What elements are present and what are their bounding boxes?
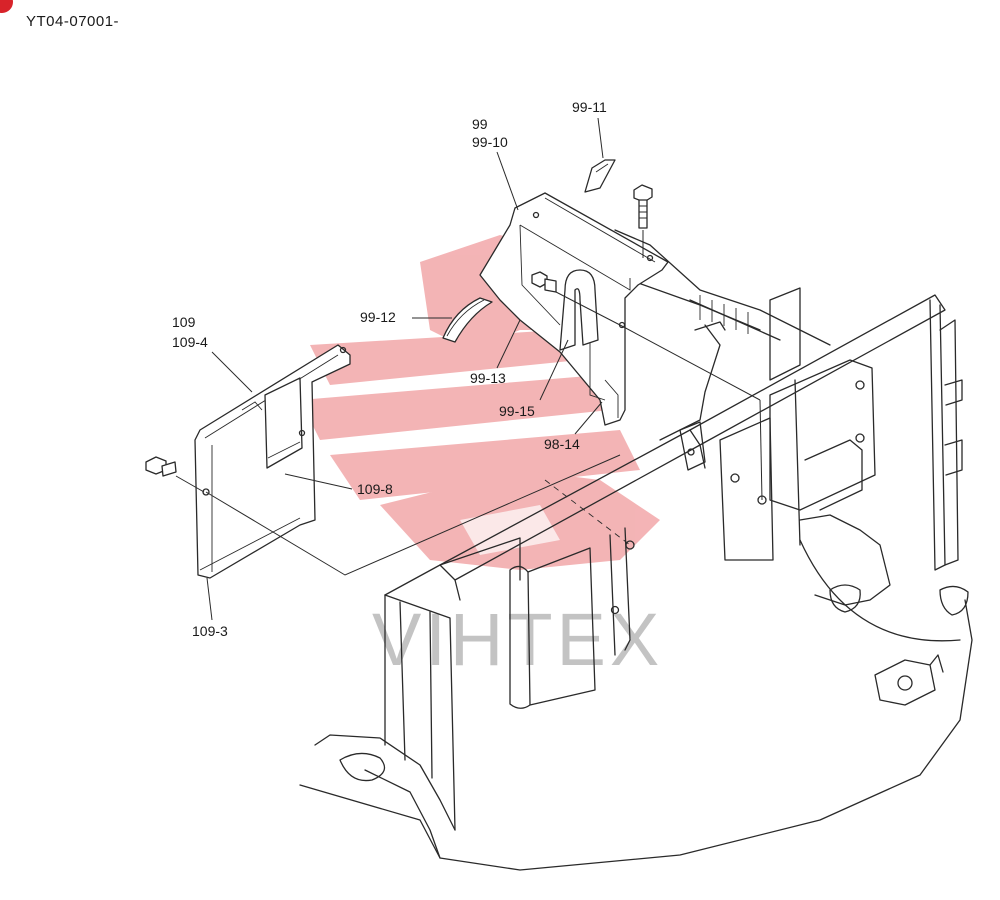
nut-icon <box>531 271 557 293</box>
callout-label: 99-10 <box>472 134 508 150</box>
callout-label: 109-4 <box>172 334 208 350</box>
callout-99: 99 99-10 <box>472 116 519 211</box>
callout-109: 109 109-4 <box>172 314 253 393</box>
callout-label: 98-14 <box>544 436 580 452</box>
callout-label: 99-11 <box>572 99 607 115</box>
watermark-text: VIHTEX <box>372 598 663 681</box>
clip-99-11 <box>584 159 616 193</box>
callout-99-11: 99-11 <box>572 99 607 159</box>
corner-badge <box>0 0 13 13</box>
cover-109 <box>194 344 351 579</box>
callout-label: 99-15 <box>499 403 535 419</box>
callout-label: 99-12 <box>360 309 396 325</box>
machine-frame <box>299 229 973 871</box>
connection-lines <box>205 291 763 576</box>
callout-99-13: 99-13 <box>470 319 521 386</box>
strip-99-12 <box>442 297 493 343</box>
callout-99-15: 99-15 <box>499 339 569 419</box>
bolt-icon-top <box>633 184 653 258</box>
callout-label: 109 <box>172 314 196 330</box>
callout-label: 109-8 <box>357 481 393 497</box>
callout-109-8: 109-8 <box>284 473 393 497</box>
callout-label: 109-3 <box>192 623 228 639</box>
callout-109-3: 109-3 <box>192 577 228 639</box>
serial-code: YT04-07001- <box>26 13 120 30</box>
bolt-icon-left <box>145 456 205 493</box>
callout-99-12: 99-12 <box>360 309 452 325</box>
callout-98-14: 98-14 <box>544 401 603 452</box>
bracket-99 <box>479 192 669 426</box>
callout-label: 99 <box>472 116 488 132</box>
callout-label: 99-13 <box>470 370 506 386</box>
